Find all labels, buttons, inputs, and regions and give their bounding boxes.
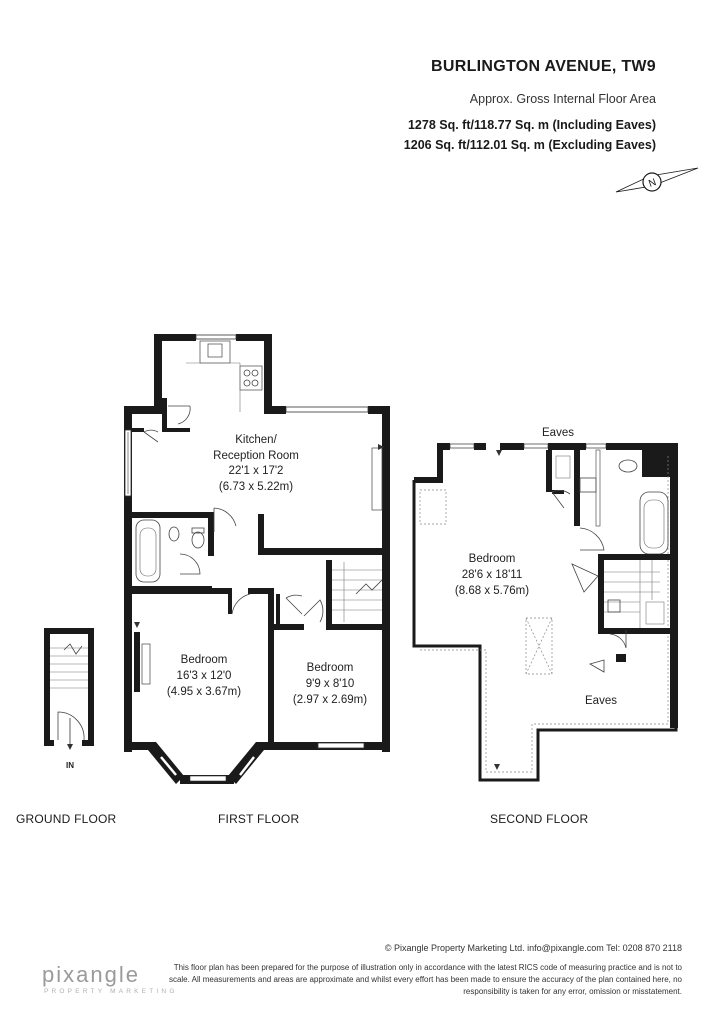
second-bedroom-metric: (8.68 x 5.76m) (455, 585, 529, 597)
area-subtitle: Approx. Gross Internal Floor Area (469, 92, 656, 106)
kitchen-name-line1: Kitchen/ (235, 434, 277, 446)
first-floor-label: FIRST FLOOR (218, 812, 300, 826)
bedroom-large-imperial: 16'3 x 12'0 (177, 670, 232, 682)
first-floor-plan (124, 334, 390, 784)
kitchen-size-metric: (6.73 x 5.22m) (219, 481, 293, 493)
disclaimer-text: This floor plan has been prepared for th… (168, 963, 682, 996)
eaves-bottom-label: Eaves (585, 695, 617, 707)
kitchen-size-imperial: 22'1 x 17'2 (229, 465, 284, 477)
bedroom-small-imperial: 9'9 x 8'10 (306, 678, 355, 690)
second-floor-plan (410, 443, 678, 782)
second-bedroom-imperial: 28'6 x 18'11 (462, 569, 522, 581)
pixangle-logo-subtitle: PROPERTY MARKETING (44, 988, 178, 995)
compass-icon: N (615, 167, 699, 193)
property-title: BURLINGTON AVENUE, TW9 (431, 58, 656, 75)
pixangle-logo: pixangle (42, 962, 140, 987)
ground-floor-plan (44, 628, 94, 750)
bedroom-small-metric: (2.97 x 2.69m) (293, 694, 367, 706)
compass-north-label: N (647, 177, 658, 190)
bedroom-large-metric: (4.95 x 3.67m) (167, 686, 241, 698)
entrance-label: IN (66, 761, 74, 770)
second-floor-label: SECOND FLOOR (490, 812, 589, 826)
bedroom-small-name: Bedroom (307, 662, 354, 674)
bedroom-large-name: Bedroom (181, 654, 228, 666)
area-including-eaves: 1278 Sq. ft/118.77 Sq. m (Including Eave… (407, 118, 656, 132)
kitchen-name-line2: Reception Room (213, 450, 299, 462)
eaves-top-label: Eaves (542, 427, 574, 439)
copyright-line: © Pixangle Property Marketing Ltd. info@… (384, 943, 682, 953)
area-excluding-eaves: 1206 Sq. ft/112.01 Sq. m (Excluding Eave… (403, 138, 656, 152)
ground-floor-label: GROUND FLOOR (16, 812, 117, 826)
second-bedroom-name: Bedroom (469, 553, 516, 565)
